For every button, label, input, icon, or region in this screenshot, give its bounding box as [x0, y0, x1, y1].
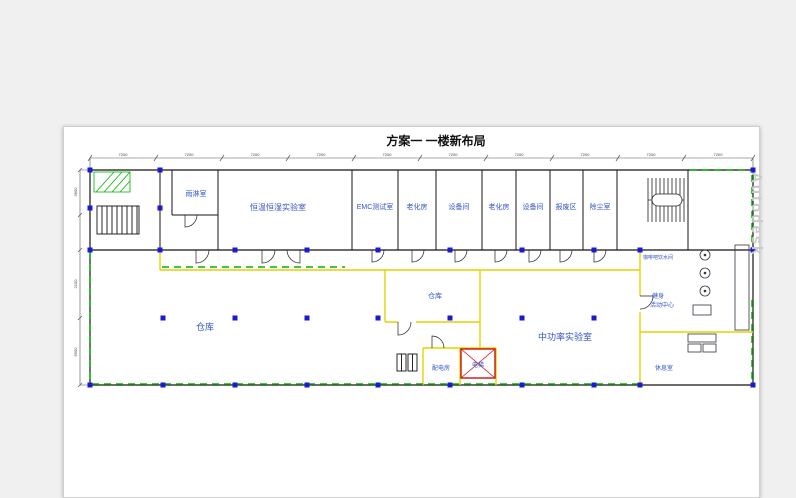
drawing-sheet [63, 126, 760, 498]
